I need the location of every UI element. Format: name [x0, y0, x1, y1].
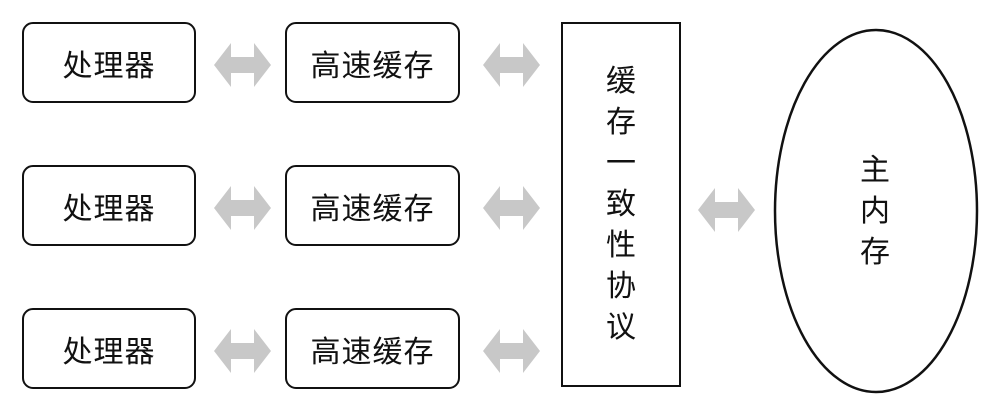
memory-label-char: 存 [860, 235, 890, 270]
double-arrow-icon [698, 188, 755, 232]
processor-label: 处理器 [62, 334, 156, 370]
cache-box-1: 高速缓存 [285, 22, 460, 103]
double-arrow-icon [214, 43, 271, 87]
protocol-label-char: 致 [606, 187, 636, 222]
cache-label: 高速缓存 [310, 191, 435, 227]
processor-label: 处理器 [62, 191, 156, 227]
processor-box-1: 处理器 [22, 22, 196, 103]
processor-box-2: 处理器 [22, 165, 196, 246]
double-arrow-icon [214, 186, 271, 230]
protocol-label-char: 缓 [606, 64, 636, 99]
memory-label-char: 主 [860, 153, 890, 188]
cache-label: 高速缓存 [310, 334, 435, 370]
memory-label-char: 内 [860, 194, 890, 229]
double-arrow-icon [483, 186, 540, 230]
double-arrow-icon [214, 329, 271, 373]
main-memory-label: 主 内 存 [855, 150, 895, 273]
processor-label: 处理器 [62, 48, 156, 84]
cache-coherence-protocol-box: 缓 存 一 致 性 协 议 [561, 22, 681, 387]
protocol-label-char: 一 [606, 146, 636, 181]
protocol-label-char: 存 [606, 105, 636, 140]
protocol-label-char: 性 [606, 228, 636, 263]
processor-box-3: 处理器 [22, 308, 196, 389]
cache-box-3: 高速缓存 [285, 308, 460, 389]
protocol-label-char: 议 [606, 310, 636, 345]
cache-label: 高速缓存 [310, 48, 435, 84]
protocol-label-char: 协 [606, 269, 636, 304]
double-arrow-icon [483, 43, 540, 87]
main-memory-ellipse [773, 28, 979, 394]
cache-box-2: 高速缓存 [285, 165, 460, 246]
double-arrow-icon [483, 329, 540, 373]
